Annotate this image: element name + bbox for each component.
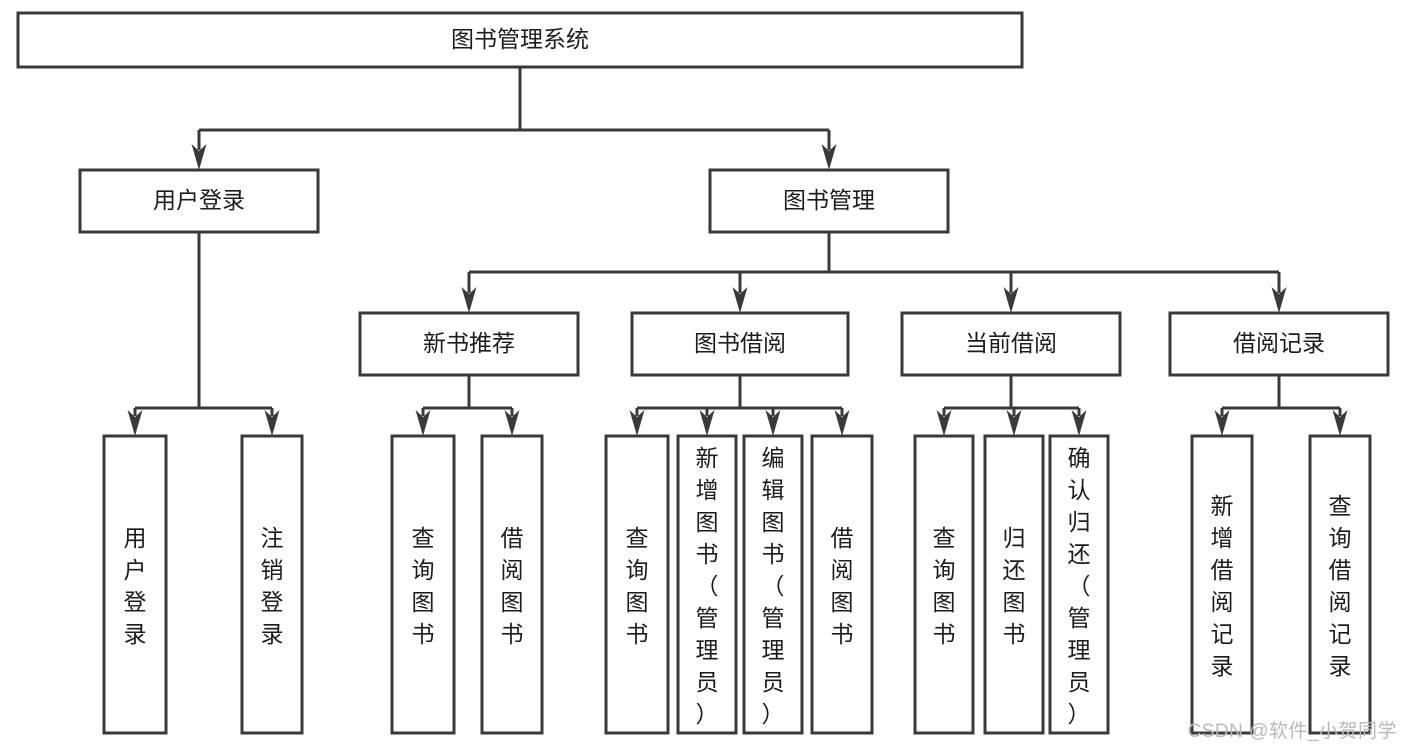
node-box-leaf-borrow-book-rec xyxy=(480,434,544,735)
node-label-root: 图书管理系统 xyxy=(451,26,589,52)
node-label-leaf-add-book: 新增图书（管理员） xyxy=(696,445,719,727)
node-leaf-query-book[interactable]: 查询图书 xyxy=(604,434,670,735)
node-label-leaf-edit-book: 编辑图书（管理员） xyxy=(762,445,785,727)
node-box-leaf-borrow-book xyxy=(810,434,874,735)
node-box-leaf-edit-book xyxy=(742,434,804,735)
node-leaf-logout[interactable]: 注销登录 xyxy=(240,434,304,735)
node-leaf-borrow-book-rec[interactable]: 借阅图书 xyxy=(480,434,544,735)
connector-layer xyxy=(127,67,1348,436)
node-book-manage[interactable]: 图书管理 xyxy=(708,168,950,234)
node-leaf-add-book[interactable]: 新增图书（管理员） xyxy=(676,434,738,735)
node-current-borrow[interactable]: 当前借阅 xyxy=(900,311,1122,377)
node-label-leaf-borrow-book-rec: 借阅图书 xyxy=(501,525,524,647)
node-label-current-borrow: 当前借阅 xyxy=(965,330,1057,356)
node-box-leaf-query-book-rec xyxy=(390,434,456,735)
node-label-leaf-add-record: 新增借阅记录 xyxy=(1211,493,1234,679)
node-label-leaf-query-book-cur: 查询图书 xyxy=(933,525,956,647)
node-box-borrow-record xyxy=(1168,311,1390,377)
node-leaf-return-book[interactable]: 归还图书 xyxy=(983,434,1045,735)
node-leaf-borrow-book[interactable]: 借阅图书 xyxy=(810,434,874,735)
node-box-leaf-query-book-cur xyxy=(913,434,975,735)
node-leaf-add-record[interactable]: 新增借阅记录 xyxy=(1190,434,1254,735)
node-label-borrow-record: 借阅记录 xyxy=(1233,330,1325,356)
node-box-leaf-logout xyxy=(240,434,304,735)
node-label-book-manage: 图书管理 xyxy=(783,187,875,213)
node-leaf-user-login[interactable]: 用户登录 xyxy=(102,434,168,735)
node-box-leaf-query-record xyxy=(1308,434,1372,735)
node-label-book-borrow: 图书借阅 xyxy=(694,330,786,356)
node-label-leaf-query-book: 查询图书 xyxy=(626,525,649,647)
node-box-leaf-query-book xyxy=(604,434,670,735)
node-box-user-login xyxy=(78,168,320,234)
node-root[interactable]: 图书管理系统 xyxy=(16,11,1024,69)
node-label-leaf-borrow-book: 借阅图书 xyxy=(831,525,854,647)
node-box-leaf-confirm-return xyxy=(1048,434,1110,735)
node-box-book-manage xyxy=(708,168,950,234)
node-label-leaf-query-book-rec: 查询图书 xyxy=(412,525,435,647)
node-leaf-query-book-cur[interactable]: 查询图书 xyxy=(913,434,975,735)
node-box-current-borrow xyxy=(900,311,1122,377)
node-label-new-book-rec: 新书推荐 xyxy=(423,330,515,356)
node-box-book-borrow xyxy=(630,311,850,377)
node-leaf-query-record[interactable]: 查询借阅记录 xyxy=(1308,434,1372,735)
node-new-book-rec[interactable]: 新书推荐 xyxy=(358,311,580,377)
node-layer: 图书管理系统用户登录图书管理新书推荐图书借阅当前借阅借阅记录用户登录注销登录查询… xyxy=(16,11,1390,735)
node-label-leaf-return-book: 归还图书 xyxy=(1003,525,1026,647)
node-book-borrow[interactable]: 图书借阅 xyxy=(630,311,850,377)
node-box-root xyxy=(16,11,1024,69)
node-leaf-confirm-return[interactable]: 确认归还（管理员） xyxy=(1048,434,1110,735)
node-user-login[interactable]: 用户登录 xyxy=(78,168,320,234)
node-borrow-record[interactable]: 借阅记录 xyxy=(1168,311,1390,377)
node-box-leaf-add-book xyxy=(676,434,738,735)
node-box-leaf-user-login xyxy=(102,434,168,735)
node-leaf-query-book-rec[interactable]: 查询图书 xyxy=(390,434,456,735)
node-leaf-edit-book[interactable]: 编辑图书（管理员） xyxy=(742,434,804,735)
node-label-leaf-query-record: 查询借阅记录 xyxy=(1329,493,1352,679)
node-box-leaf-add-record xyxy=(1190,434,1254,735)
node-box-leaf-return-book xyxy=(983,434,1045,735)
node-label-user-login: 用户登录 xyxy=(153,187,245,213)
node-label-leaf-logout: 注销登录 xyxy=(261,525,284,647)
node-label-leaf-user-login: 用户登录 xyxy=(124,525,147,647)
node-label-leaf-confirm-return: 确认归还（管理员） xyxy=(1068,445,1091,727)
node-box-new-book-rec xyxy=(358,311,580,377)
